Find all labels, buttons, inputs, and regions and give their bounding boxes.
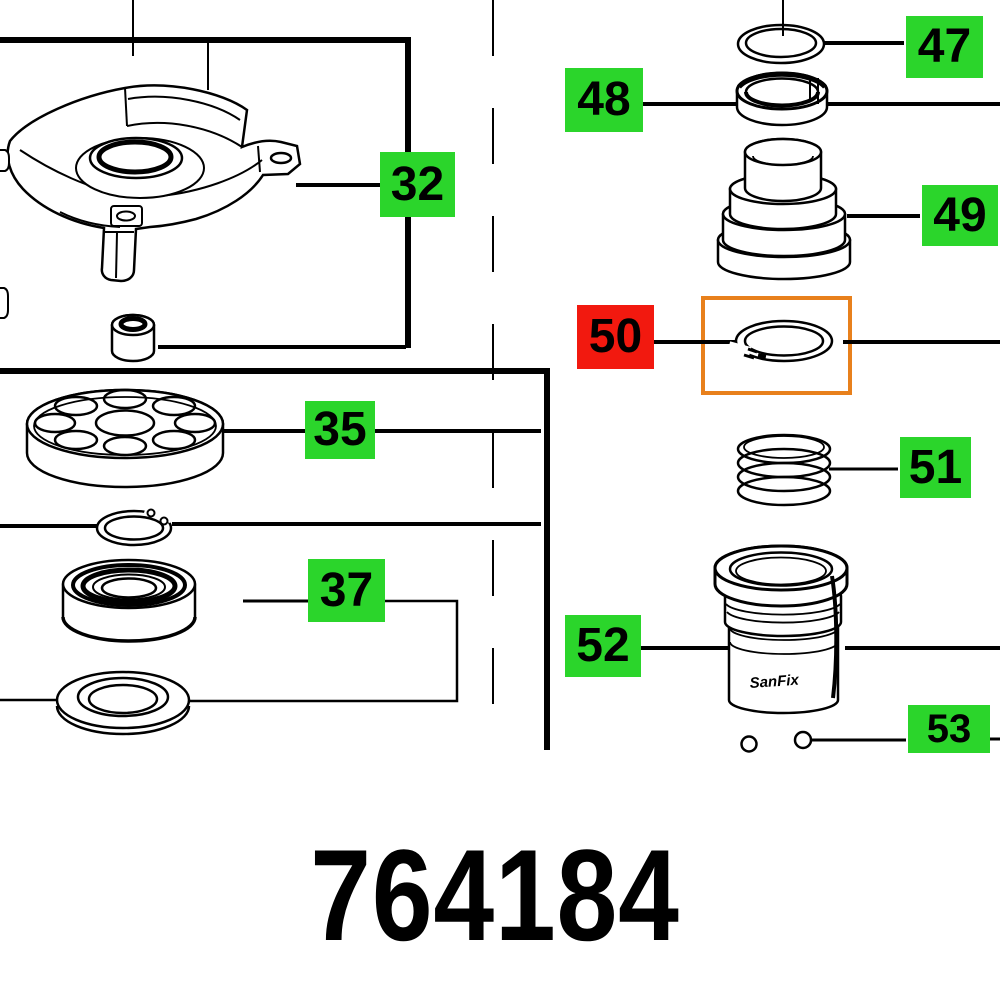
part-48-ring-drawing[interactable] <box>735 71 829 127</box>
part-37-bearing-drawing[interactable] <box>61 558 197 643</box>
part-52-collet-drawing[interactable]: SanFix <box>713 544 849 715</box>
part-47-oring-drawing[interactable] <box>736 23 826 65</box>
part-49-stepped-bushing-drawing[interactable] <box>716 137 852 281</box>
label-48[interactable]: 48 <box>565 68 643 132</box>
circlip-drawing[interactable] <box>95 501 175 547</box>
collet-logo-text: SanFix <box>749 672 800 692</box>
label-52[interactable]: 52 <box>565 615 641 677</box>
label-32[interactable]: 32 <box>380 152 455 217</box>
part-50-snap-ring-drawing[interactable] <box>726 319 834 363</box>
part-number-text: 764184 <box>310 822 680 968</box>
edge-fragments <box>0 149 10 319</box>
label-47[interactable]: 47 <box>906 16 983 78</box>
part-32-bushing-drawing[interactable] <box>110 313 156 363</box>
part-53-screws-drawing[interactable] <box>740 730 813 753</box>
part-32-housing-drawing[interactable] <box>6 84 302 283</box>
label-49[interactable]: 49 <box>922 185 998 246</box>
label-50-selected[interactable]: 50 <box>577 305 654 369</box>
frame-lines <box>0 0 550 750</box>
part-35-disc-drawing[interactable] <box>25 388 225 489</box>
part-51-spring-drawing[interactable] <box>736 433 832 507</box>
highlight-box-part-50 <box>701 296 852 395</box>
label-51[interactable]: 51 <box>900 437 971 498</box>
leader-37-bent <box>190 599 459 703</box>
label-35[interactable]: 35 <box>305 401 375 459</box>
leader-lines <box>0 41 1000 742</box>
washer-drawing[interactable] <box>55 670 191 736</box>
label-37[interactable]: 37 <box>308 559 385 622</box>
label-53[interactable]: 53 <box>908 705 990 753</box>
